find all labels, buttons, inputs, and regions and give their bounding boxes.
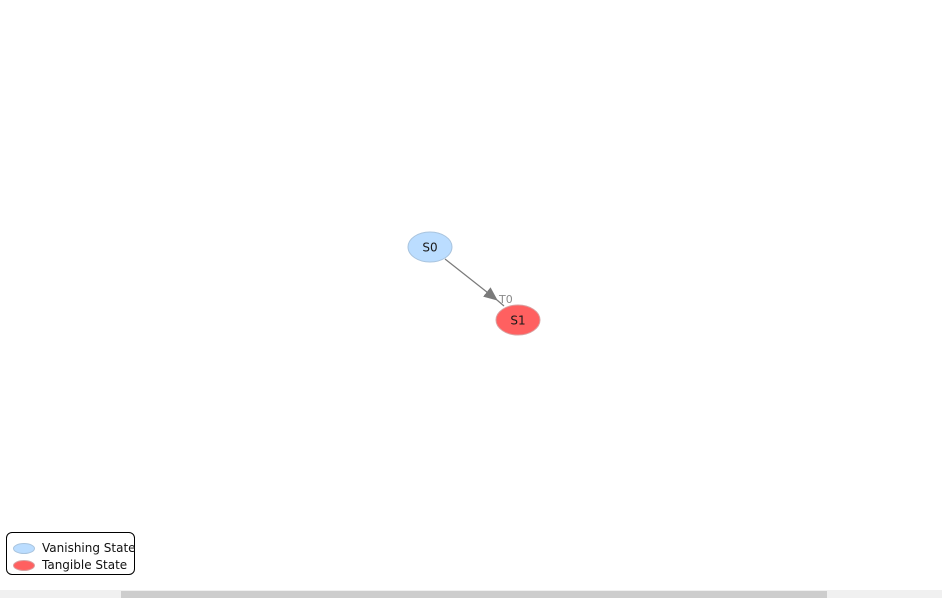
tangible-state-swatch-icon	[13, 559, 35, 571]
edge-line	[444, 258, 498, 301]
node-s1[interactable]: S1	[495, 304, 541, 336]
legend: Vanishing State Tangible State	[6, 532, 136, 575]
node-s1-label: S1	[510, 314, 525, 328]
horizontal-scrollbar-thumb[interactable]	[121, 591, 827, 598]
edge-tail	[496, 299, 505, 307]
legend-item-vanishing: Vanishing State	[13, 541, 136, 555]
legend-label-vanishing: Vanishing State	[42, 541, 136, 555]
vanishing-state-swatch-icon	[13, 542, 35, 554]
legend-label-tangible: Tangible State	[42, 558, 128, 572]
edge-s0-s1[interactable]: T0	[444, 258, 513, 307]
horizontal-scrollbar[interactable]	[0, 590, 942, 598]
node-s0-label: S0	[422, 241, 437, 255]
node-s0[interactable]: S0	[407, 231, 453, 263]
legend-item-tangible: Tangible State	[13, 558, 127, 572]
edge-label: T0	[498, 293, 513, 306]
node-s0-ellipse	[407, 231, 453, 263]
node-s1-ellipse	[495, 304, 541, 336]
